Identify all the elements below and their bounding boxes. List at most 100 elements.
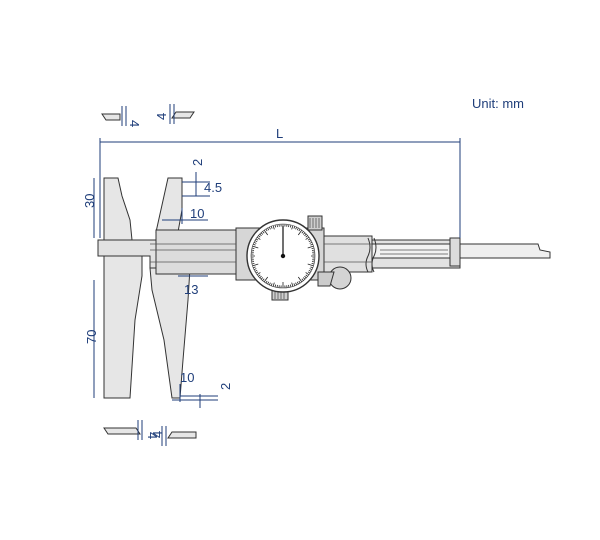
dial-tick bbox=[258, 235, 261, 238]
dim-tip-width-outer: 4 bbox=[127, 120, 142, 127]
dial-tick bbox=[305, 272, 310, 276]
slider-right bbox=[323, 235, 373, 273]
dim-upper-jaw-depth: 30 bbox=[82, 194, 97, 208]
dial-tick bbox=[308, 240, 312, 243]
dial-tick bbox=[263, 229, 269, 236]
dial-tick bbox=[267, 227, 270, 231]
dial-ticks bbox=[251, 224, 315, 288]
dial-tick bbox=[293, 226, 296, 229]
dial-tick bbox=[262, 278, 265, 281]
dial-tick bbox=[295, 226, 297, 230]
dial-tick bbox=[255, 271, 259, 274]
dial-tick bbox=[267, 281, 270, 285]
dim-upper-tip-offset: 2 bbox=[190, 159, 205, 166]
dial-tick bbox=[291, 225, 294, 230]
dial-tick bbox=[308, 269, 312, 272]
dial-tick bbox=[310, 266, 313, 269]
dial-tick bbox=[302, 277, 306, 280]
depth-rod bbox=[459, 243, 551, 259]
dial-tick bbox=[260, 277, 264, 280]
dial-tick bbox=[305, 274, 308, 277]
dial-tick bbox=[262, 231, 265, 234]
dial-tick bbox=[301, 278, 304, 281]
fixed-lower-jaw bbox=[103, 255, 143, 399]
dial-tick bbox=[301, 231, 304, 234]
dial-center bbox=[280, 253, 286, 259]
dial-tick bbox=[253, 268, 257, 270]
dial-tick bbox=[307, 238, 311, 241]
dial-tick bbox=[289, 224, 292, 228]
dial-tick bbox=[304, 275, 307, 279]
dial-tick bbox=[296, 281, 299, 285]
dial-tick bbox=[252, 263, 259, 267]
scale-strip bbox=[371, 243, 461, 259]
dial-tick bbox=[298, 228, 301, 232]
dial-tick bbox=[270, 283, 273, 286]
dial-tick bbox=[297, 276, 303, 283]
dial-tick bbox=[256, 272, 261, 276]
dial-tick bbox=[272, 282, 275, 287]
dial-tick bbox=[251, 262, 255, 265]
dim-bottom-tip-width-outer: 4 bbox=[145, 432, 160, 439]
caliper-body bbox=[97, 177, 551, 399]
dial-tick bbox=[270, 226, 273, 229]
dim-lower-tip-width: 10 bbox=[180, 370, 194, 385]
dial-tick bbox=[253, 243, 256, 246]
dial-tick bbox=[265, 228, 268, 232]
sliding-upper-jaw bbox=[155, 177, 183, 233]
dial-tick bbox=[302, 232, 306, 235]
dial-tick bbox=[295, 282, 297, 286]
dial-tick bbox=[293, 283, 296, 286]
dial-tick bbox=[269, 282, 271, 286]
dial-tick bbox=[269, 226, 271, 230]
dial-tick bbox=[259, 275, 262, 279]
dial-tick bbox=[296, 227, 299, 231]
dial-tick bbox=[291, 282, 294, 287]
break-line bbox=[371, 237, 377, 273]
dim-lower-jaw-depth: 70 bbox=[84, 330, 99, 344]
unit-label: Unit: mm bbox=[472, 96, 524, 111]
dial-tick bbox=[305, 236, 310, 240]
dim-bottom-tip-width-inner: 4 bbox=[150, 431, 165, 438]
dial-tick bbox=[252, 245, 259, 249]
dial-tick bbox=[263, 276, 269, 283]
slider-body bbox=[155, 229, 237, 275]
dial-gauge bbox=[246, 219, 320, 293]
dial-tick bbox=[251, 247, 255, 250]
dial-tick bbox=[311, 247, 315, 250]
dim-lower-tip-offset: 2 bbox=[218, 383, 233, 390]
dial-tick bbox=[265, 280, 268, 284]
top-knob bbox=[307, 215, 323, 231]
dim-upper-tip-height: 4.5 bbox=[204, 180, 222, 195]
dial-tick bbox=[297, 229, 303, 236]
dial-tick bbox=[311, 262, 315, 265]
dial-tick bbox=[310, 243, 313, 246]
dial-tick bbox=[260, 232, 264, 235]
dial-tick bbox=[254, 269, 258, 272]
dial-tick bbox=[307, 271, 311, 274]
dial-tick bbox=[253, 242, 257, 244]
dial-tick bbox=[259, 233, 262, 237]
dial-tick bbox=[298, 280, 301, 284]
dim-upper-jaw-gap: 10 bbox=[190, 206, 204, 221]
dial-tick bbox=[289, 284, 292, 288]
dial-tick bbox=[305, 235, 308, 238]
dial-tick bbox=[307, 263, 314, 267]
dial-tick bbox=[254, 240, 258, 243]
dial-tick bbox=[272, 225, 275, 230]
dial-tick bbox=[309, 268, 313, 270]
dimension-lines bbox=[93, 138, 461, 408]
fixed-upper-jaw bbox=[103, 177, 133, 241]
dim-tip-width-inner: 4 bbox=[154, 113, 169, 120]
dial-tick bbox=[258, 274, 261, 277]
dial-tick bbox=[255, 238, 259, 241]
dial-tick bbox=[304, 233, 307, 237]
dial-tick bbox=[256, 236, 261, 240]
dial-tick bbox=[307, 245, 314, 249]
end-cap bbox=[449, 237, 461, 267]
roller-mount bbox=[317, 271, 335, 287]
dial-tick bbox=[274, 224, 277, 228]
dim-length: L bbox=[276, 126, 283, 141]
tip-section-bottom bbox=[103, 427, 197, 439]
